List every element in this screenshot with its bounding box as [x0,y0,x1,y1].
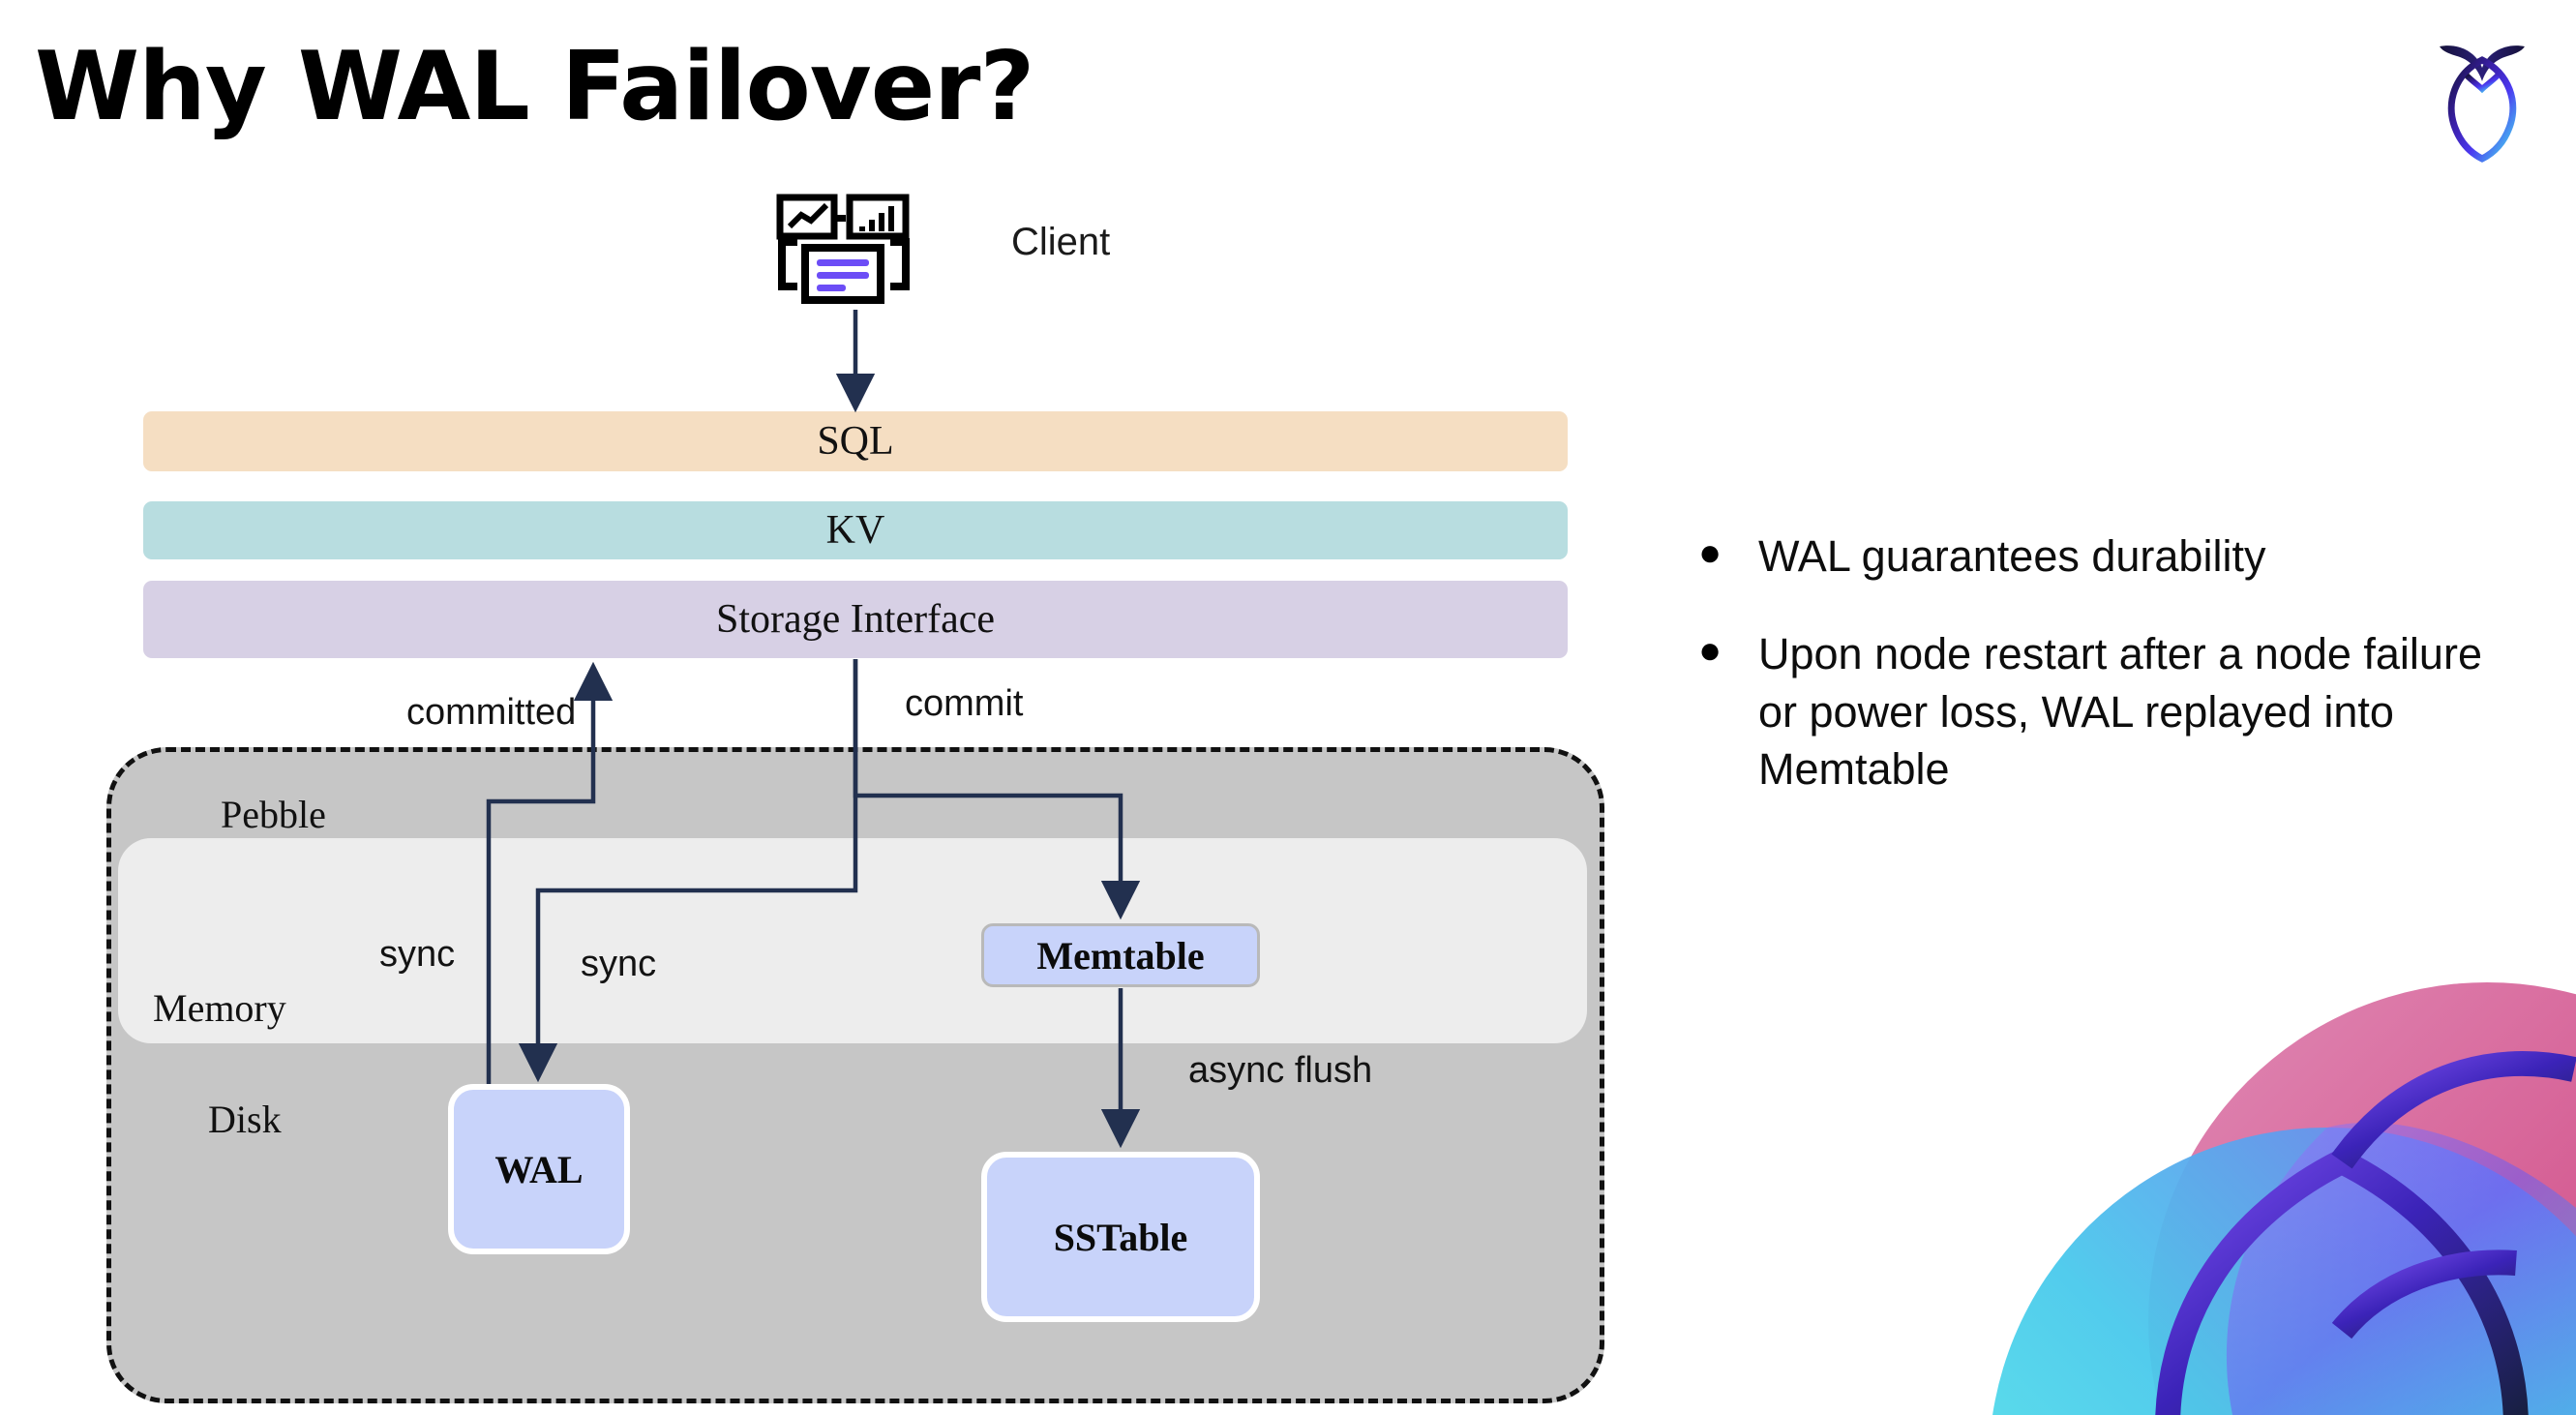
list-item: ● Upon node restart after a node failure… [1698,625,2501,798]
layer-bar-kv: KV [143,501,1568,559]
bullet-marker-icon: ● [1698,531,1722,574]
bullet-text: Upon node restart after a node failure o… [1758,629,2482,795]
disk-label: Disk [208,1098,282,1141]
node-wal: WAL [448,1084,630,1254]
diagram-connectors [486,310,1141,1149]
client-label: Client [1011,221,1111,263]
edge-label-committed: committed [406,692,577,733]
client-terminal-charts-icon [774,194,929,329]
list-item: ● WAL guarantees durability [1698,527,2501,585]
memory-region [118,838,1587,1043]
node-memtable: Memtable [981,923,1260,987]
cockroach-gradient-circles-decoration-icon [1945,924,2576,1415]
page-title: Why WAL Failover? [35,32,1034,142]
bullet-marker-icon: ● [1698,629,1722,673]
edge-label-async-flush: async flush [1188,1050,1373,1091]
edge-label-commit: commit [905,683,1024,724]
cockroach-leaf-logo-icon [2424,27,2540,163]
edge-label-sync-left: sync [379,934,456,975]
node-sstable: SSTable [981,1152,1260,1322]
layer-bar-sql: SQL [143,411,1568,471]
layer-bar-storage-interface: Storage Interface [143,581,1568,658]
memory-label: Memory [153,986,286,1030]
bullet-list: ● WAL guarantees durability ● Upon node … [1698,527,2501,839]
edge-label-sync-right: sync [581,944,657,984]
bullet-text: WAL guarantees durability [1758,531,2266,581]
pebble-label: Pebble [221,793,326,836]
